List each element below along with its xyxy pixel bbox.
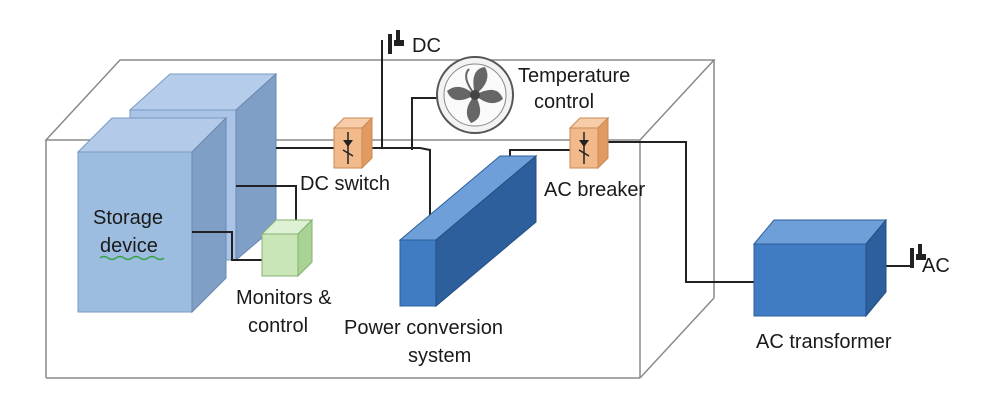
pcs-label-line1: Power conversion [344,317,503,339]
breaker-icon [568,116,610,170]
monitors-label-line2: control [248,315,308,337]
ac-subscript-label: AC [922,255,950,277]
plug-icon [388,30,404,54]
storage-label-line1: Storage [93,207,163,229]
fan-icon [436,56,514,134]
storage-device: Storage device [76,116,228,314]
spellcheck-underline [99,255,165,261]
ac-transformer [752,218,888,318]
ac-transformer-label: AC transformer [756,331,892,353]
plug-icon [910,244,926,268]
temperature-label-line1: Temperature [518,65,630,87]
wiring [192,40,912,283]
monitors-control-box [260,218,314,278]
storage-label-line2: device [100,235,158,257]
monitors-label-line1: Monitors & [236,287,332,309]
switch-icon [332,116,374,170]
ac-breaker-label: AC breaker [544,179,645,201]
temperature-label-line2: control [534,91,594,113]
pcs-label-line2: system [408,345,471,367]
power-conversion-system [398,154,538,308]
dc-switch-label: DC switch [300,173,390,195]
dc-subscript-label: DC [412,35,441,57]
enclosure [44,59,716,379]
